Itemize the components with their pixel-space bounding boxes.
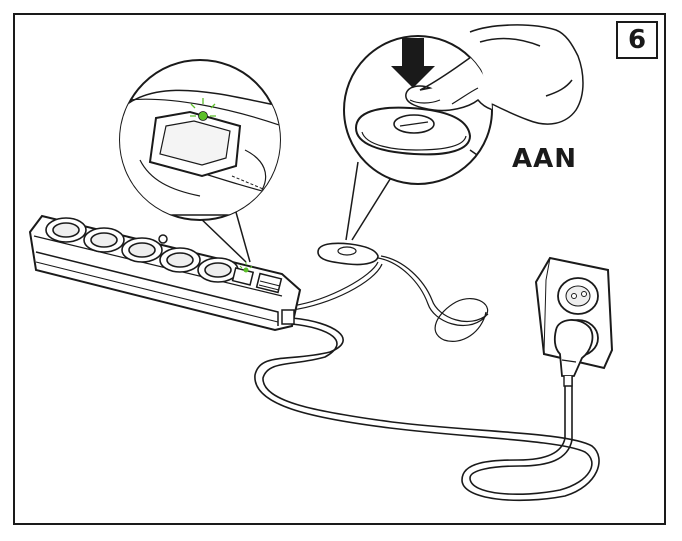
main-cable xyxy=(254,317,600,502)
wall-plug-icon xyxy=(553,319,594,387)
green-indicator-light-icon xyxy=(239,262,253,273)
hand-outside xyxy=(469,24,584,125)
step-number-badge: 6 xyxy=(616,21,658,59)
inline-switch-small xyxy=(317,242,379,266)
socket-outlets xyxy=(45,217,239,283)
switch-state-label: AAN xyxy=(512,144,578,174)
switch-cable xyxy=(291,255,489,342)
indicator-closeup xyxy=(120,89,280,216)
down-arrow-icon xyxy=(391,38,435,88)
inline-switch-icon xyxy=(354,106,472,156)
power-strip-icon xyxy=(28,214,302,332)
